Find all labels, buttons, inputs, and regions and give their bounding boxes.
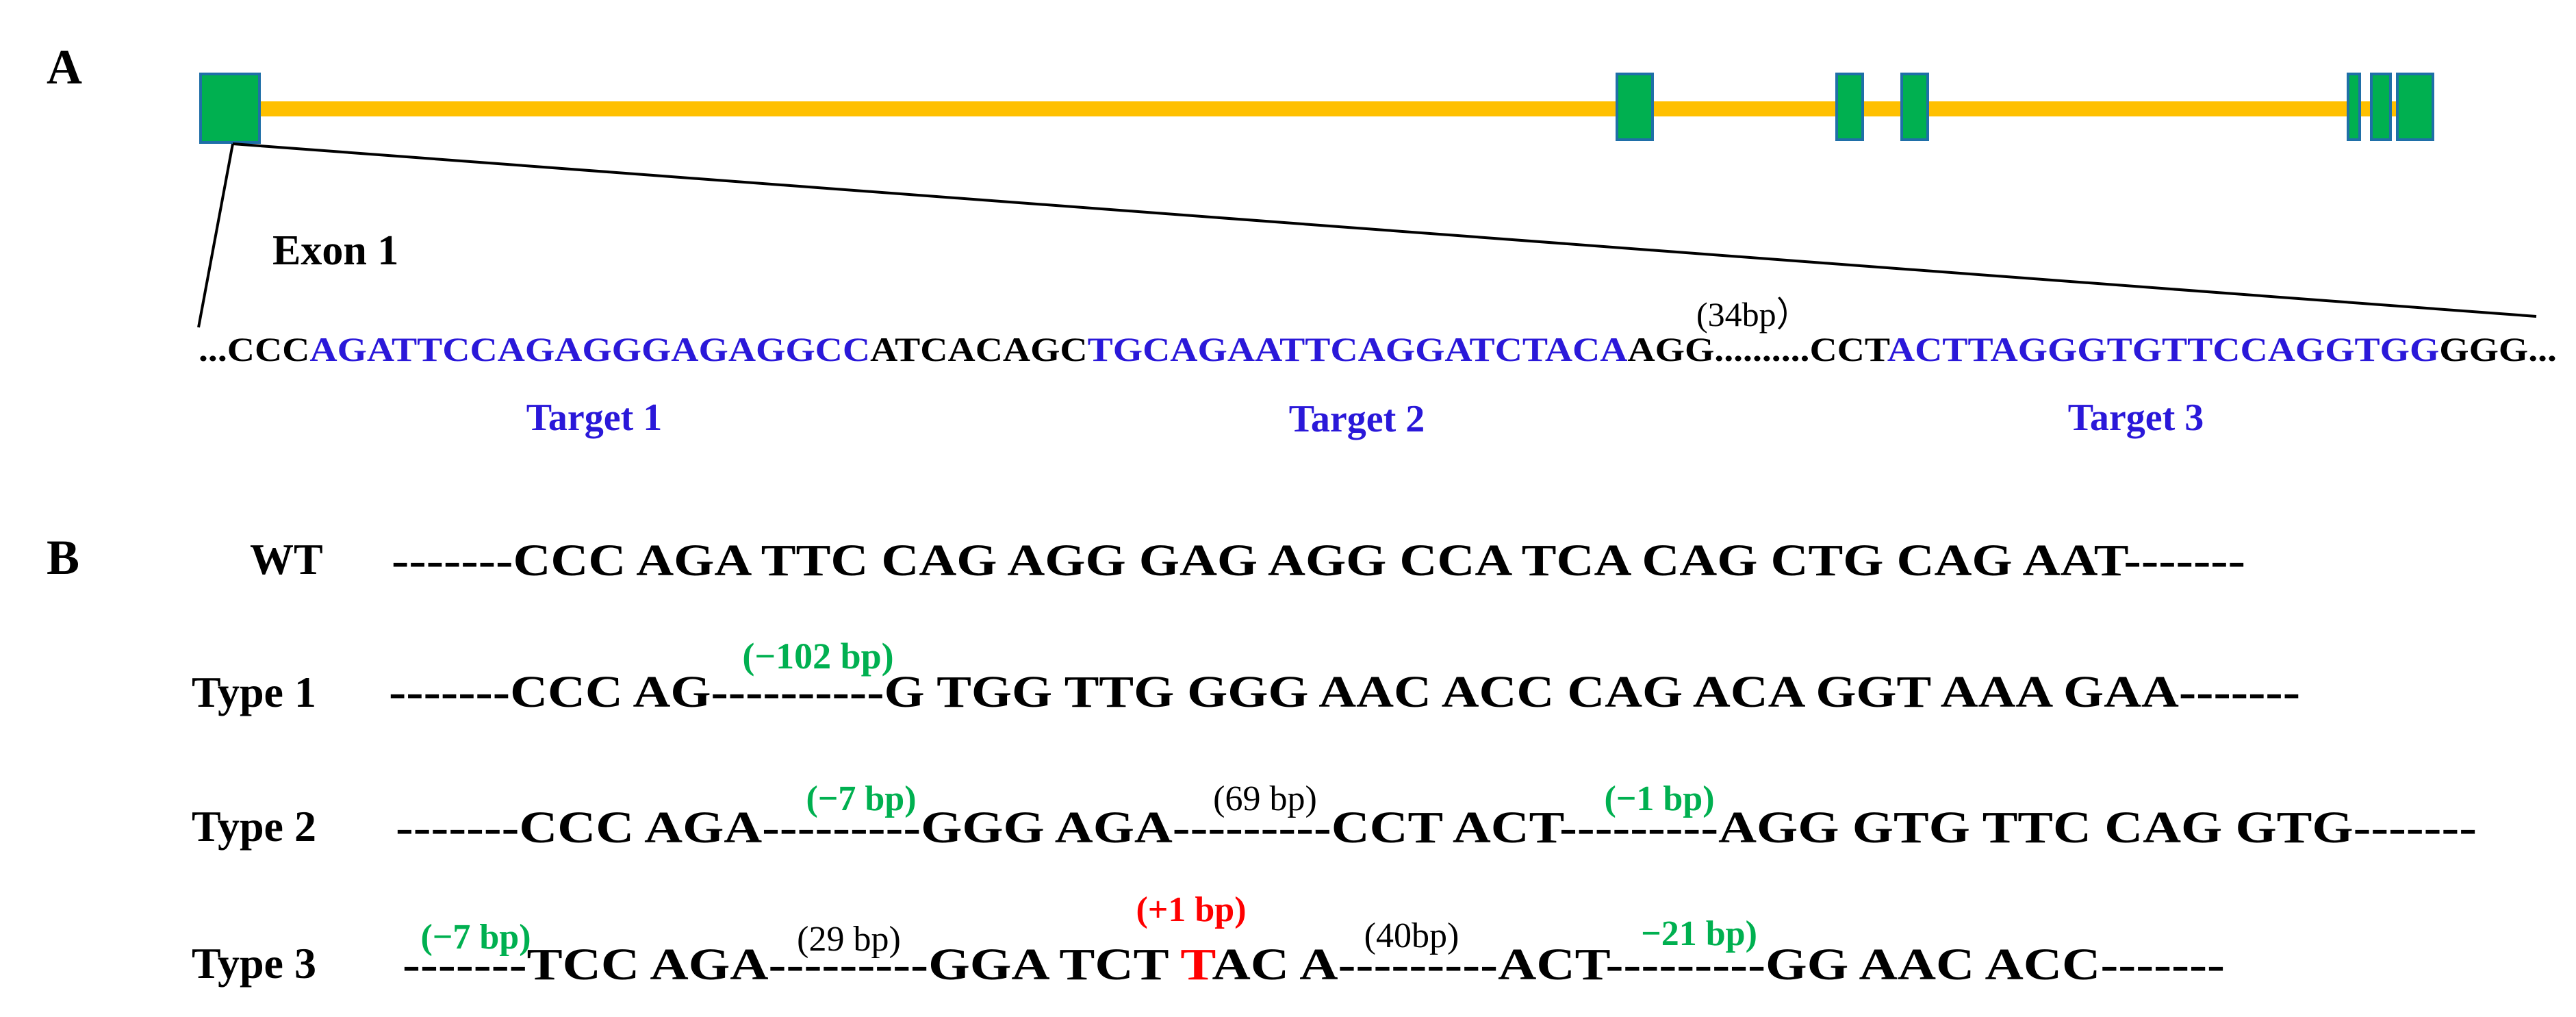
exon-5-box [2347, 73, 2361, 141]
exon-6-box [2370, 73, 2392, 141]
zoom-line-left [197, 143, 234, 328]
type3-insertion-1bp: (+1 bp) [1136, 890, 1246, 929]
type1-deletion-102bp: (−102 bp) [742, 636, 893, 677]
type3-gap-29bp: (29 bp) [797, 920, 901, 959]
target-1-label: Target 1 [526, 397, 663, 439]
seq-target-3: ACTTAGGGTGTTCCAGGTGG [1887, 330, 2439, 368]
exon-3-box [1835, 73, 1864, 141]
gap-34bp-label: (34bp） [1696, 295, 1811, 334]
seq-target-2: TGCAGAATTCAGGATCTACA [1088, 330, 1628, 368]
wt-sequence: -------CCC AGA TTC CAG AGG GAG AGG CCA T… [392, 536, 2245, 586]
wt-label: WT [250, 535, 323, 583]
target-3-label: Target 3 [2068, 397, 2204, 439]
target-2-label: Target 2 [1289, 398, 1425, 440]
panel-a-label: A [47, 40, 82, 95]
seq-flank-right: GGG... [2439, 330, 2557, 368]
type2-deletion-1bp: (−1 bp) [1604, 779, 1714, 818]
type3-deletion-7bp: (−7 bp) [420, 918, 531, 957]
type2-gap-69bp: (69 bp) [1213, 779, 1317, 818]
type2-seq-part: -------CCC AGA---------GGG AGA---------C… [396, 803, 2477, 853]
panel-b-label: B [47, 530, 79, 585]
type-1-label: Type 1 [192, 668, 316, 716]
exon-2-box [1616, 73, 1654, 141]
exon-7-box [2396, 73, 2434, 141]
type3-seq-part-2: AC A---------ACT---------GG AAC ACC-----… [1212, 940, 2225, 990]
seq-target-1: AGATTCCAGAGGGAGAGGCC [309, 330, 870, 368]
seq-flank-left: ...CCC [199, 330, 309, 368]
type3-inserted-base: T [1180, 940, 1216, 990]
seq-linker-1: ATCACAGC [870, 330, 1088, 368]
exon-1-label: Exon 1 [272, 227, 398, 274]
type-2-label: Type 2 [192, 802, 316, 851]
exon-4-box [1900, 73, 1929, 141]
gene-model [199, 73, 2434, 144]
type3-seq-part-1: -------TCC AGA---------GGA TCT [403, 940, 1180, 990]
seq-linker-2: AGG..........CCT [1627, 330, 1889, 368]
type-1-sequence: -------CCC AG----------G TGG TTG GGG AAC… [389, 667, 2300, 717]
type3-gap-40bp: (40bp) [1364, 916, 1459, 955]
intron-line [257, 101, 2423, 116]
wt-seq-part: -------CCC AGA TTC CAG AGG GAG AGG CCA T… [392, 536, 2245, 586]
type-2-sequence: -------CCC AGA---------GGG AGA---------C… [396, 803, 2477, 853]
type1-seq-part: -------CCC AG----------G TGG TTG GGG AAC… [389, 667, 2300, 717]
type3-deletion-21bp: −21 bp) [1641, 914, 1757, 953]
exon-1-box [199, 73, 261, 144]
type2-deletion-7bp: (−7 bp) [806, 779, 916, 818]
zoom-line-right [232, 142, 2537, 318]
type-3-label: Type 3 [192, 939, 316, 988]
